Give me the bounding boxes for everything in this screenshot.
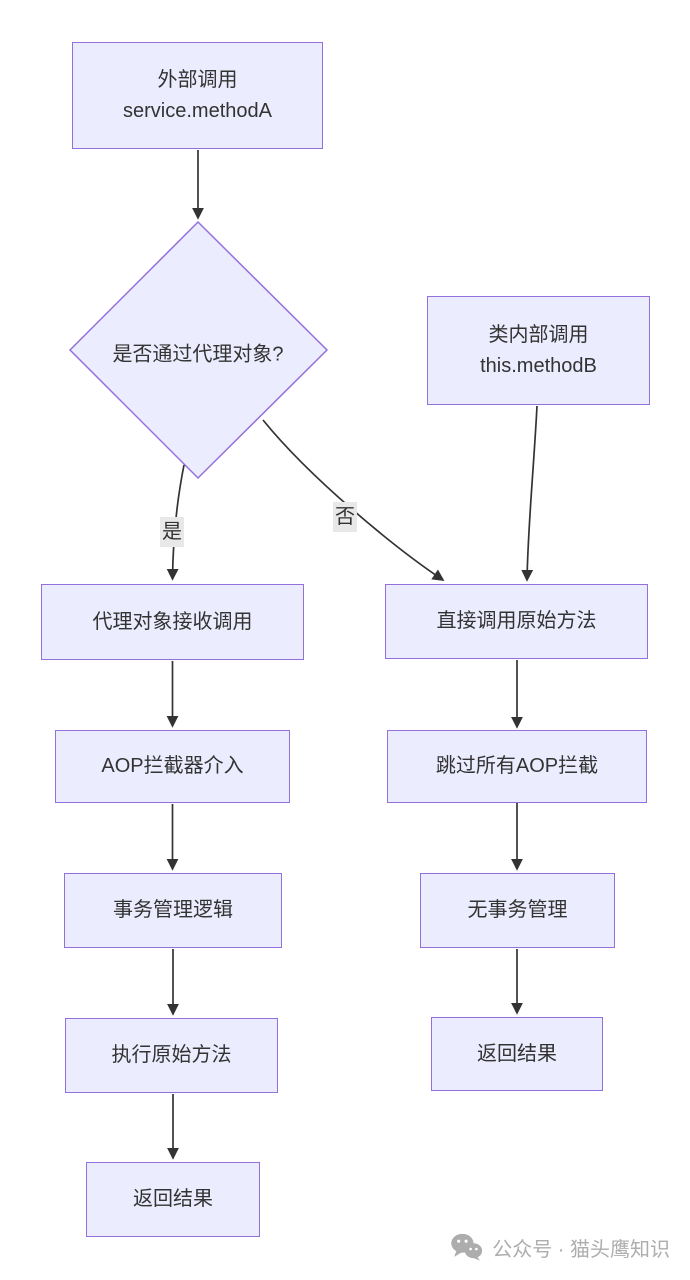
node-label: AOP拦截器介入 xyxy=(101,755,244,777)
node-label: this.methodB xyxy=(480,354,597,377)
edge-label-no: 否 xyxy=(333,502,357,532)
node-label: 类内部调用 xyxy=(488,323,589,346)
edge-internal-to-direct xyxy=(521,405,538,582)
node-label: 返回结果 xyxy=(477,1042,557,1065)
node-skip-aop: 跳过所有AOP拦截 xyxy=(387,730,647,803)
node-tx-logic: 事务管理逻辑 xyxy=(64,873,282,948)
node-decision-label: 是否通过代理对象? xyxy=(112,343,284,366)
node-label: 返回结果 xyxy=(133,1188,213,1210)
node-label: 事务管理逻辑 xyxy=(113,899,233,921)
node-return-left: 返回结果 xyxy=(86,1162,260,1237)
node-internal-call: 类内部调用 this.methodB xyxy=(427,296,650,405)
node-direct-call: 直接调用原始方法 xyxy=(385,584,648,659)
edge-label-yes: 是 xyxy=(160,517,184,547)
node-label: 直接调用原始方法 xyxy=(436,610,597,632)
node-label: service.methodA xyxy=(123,99,272,122)
node-return-right: 返回结果 xyxy=(431,1017,603,1091)
watermark-label: 公众号 · 猫头鹰知识 xyxy=(492,1238,670,1261)
node-aop-intercept: AOP拦截器介入 xyxy=(55,730,290,803)
node-label: 代理对象接收调用 xyxy=(92,610,253,633)
node-label: 外部调用 xyxy=(157,68,238,91)
watermark: 公众号 · 猫头鹰知识 xyxy=(450,1231,670,1263)
node-external-call: 外部调用 service.methodA xyxy=(72,42,323,149)
node-no-tx: 无事务管理 xyxy=(420,873,615,948)
wechat-icon xyxy=(451,1233,483,1261)
edge-decision-no-to-direct xyxy=(262,419,445,581)
node-exec-original: 执行原始方法 xyxy=(65,1018,278,1093)
node-label: 执行原始方法 xyxy=(111,1044,232,1066)
node-label: 跳过所有AOP拦截 xyxy=(435,755,599,777)
node-label: 无事务管理 xyxy=(467,899,568,921)
node-proxy-receive: 代理对象接收调用 xyxy=(41,584,304,660)
decision-diamond-shape xyxy=(68,220,329,480)
